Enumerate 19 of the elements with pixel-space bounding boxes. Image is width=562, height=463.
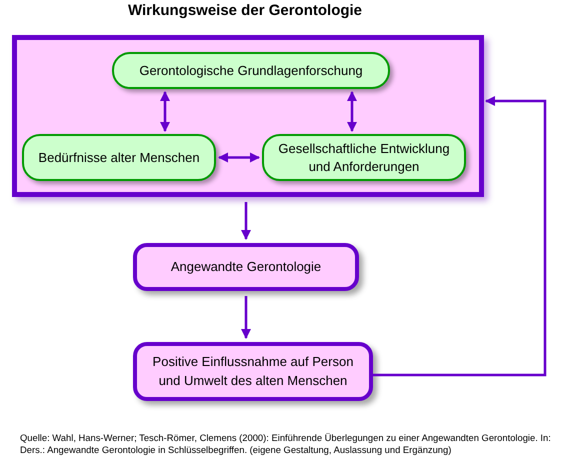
- arrow: [241, 202, 251, 240]
- process-box: [133, 342, 373, 401]
- arrow: [347, 91, 357, 132]
- process-box: [262, 134, 466, 181]
- node-label: Positive Einflussnahme auf Person und Umwelt des alten Menschen: [152, 353, 354, 390]
- arrow: [241, 296, 251, 339]
- arrow: [373, 96, 546, 376]
- source-caption: Quelle: Wahl, Hans-Werner; Tesch-Römer, Clemens (2000): Einführende Überlegungen zu einer Angewandten Gerontologie. In: Ders.: Angewandte Gerontologie in Schlüsselbegriffen. (eigene Gestaltung, Auslassung und Ergänzung): [20, 432, 552, 456]
- node-label: Gerontologische Grundlagenforschung: [139, 62, 363, 80]
- arrow: [218, 152, 260, 162]
- group-box: [12, 35, 484, 197]
- arrow: [160, 91, 170, 132]
- process-box: [133, 243, 359, 291]
- process-box: [112, 52, 390, 89]
- diagram-title: Wirkungsweise der Gerontologie: [126, 2, 364, 19]
- node-label: Angewandte Gerontologie: [170, 258, 322, 276]
- process-box: [22, 134, 216, 181]
- node-label: Gesellschaftliche Entwicklung und Anforderungen: [277, 140, 451, 176]
- node-label: Bedürfnisse alter Menschen: [38, 148, 200, 166]
